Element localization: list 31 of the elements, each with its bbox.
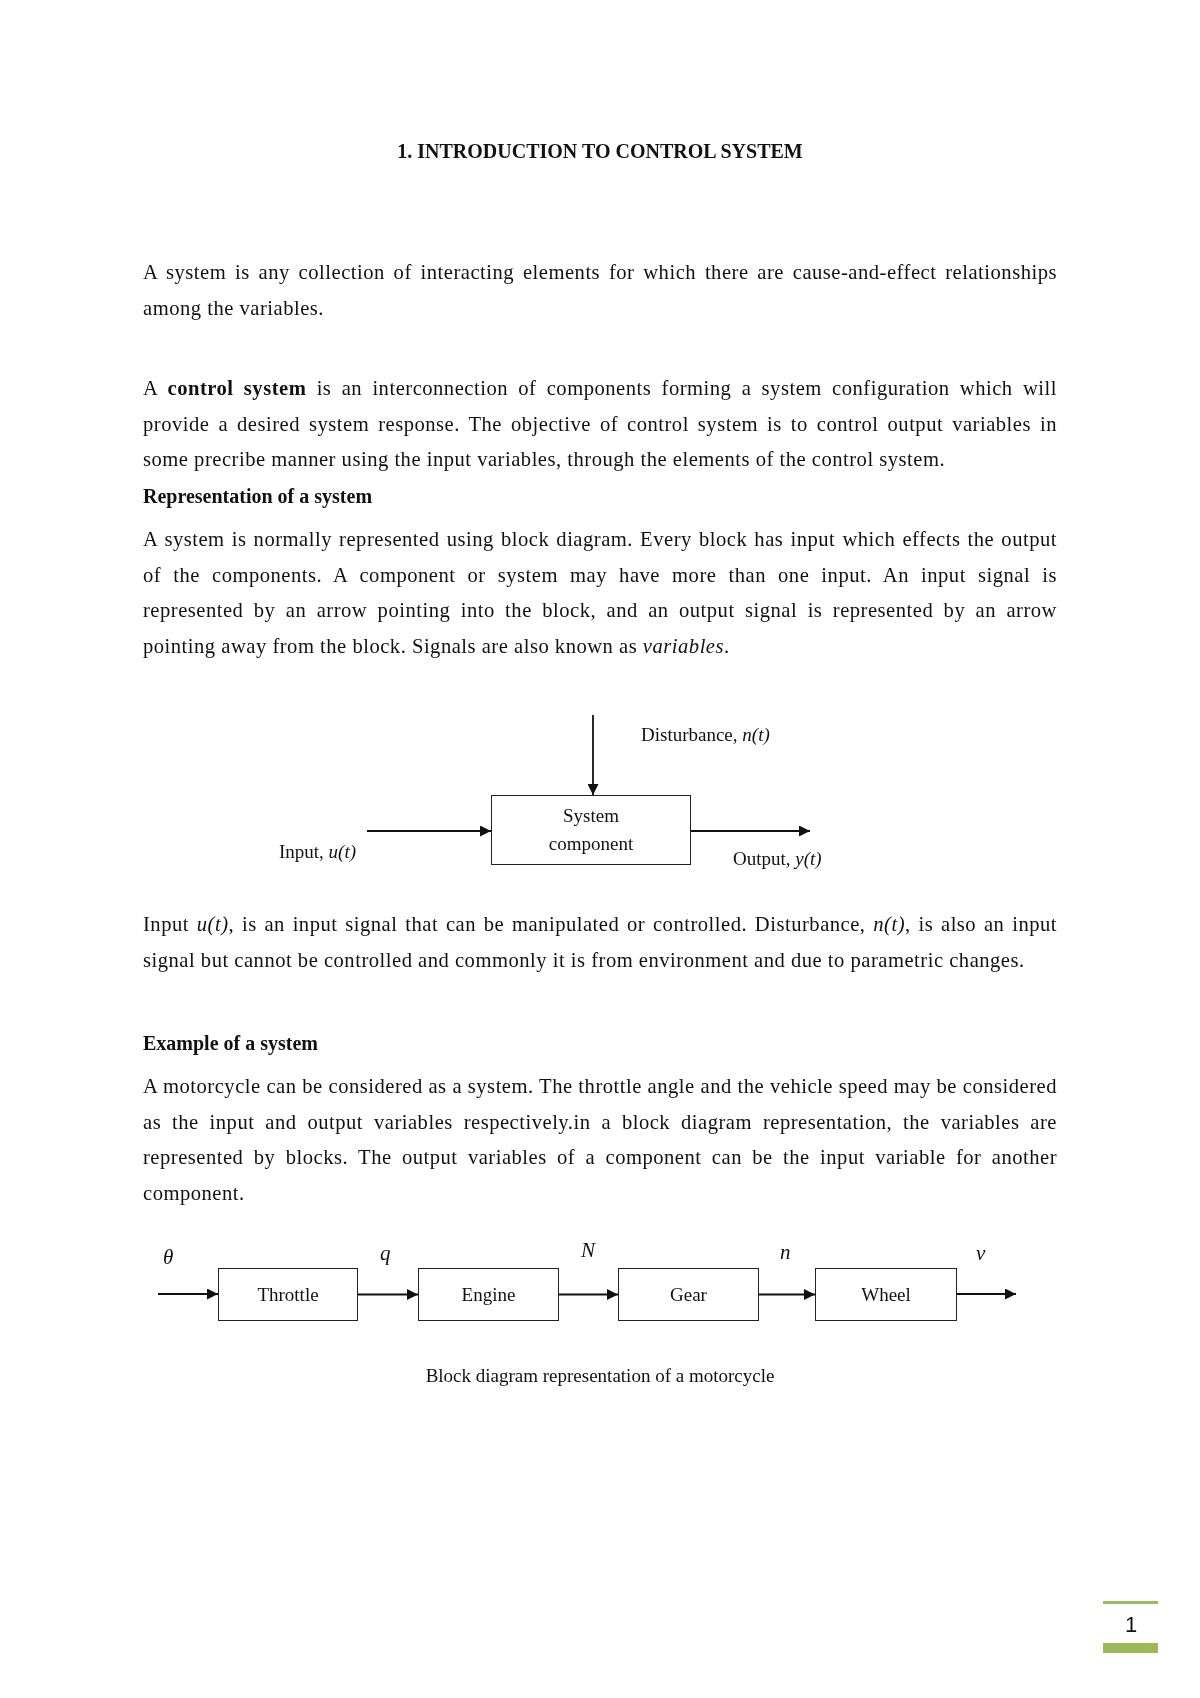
page-title: 1. INTRODUCTION TO CONTROL SYSTEM [396, 140, 804, 163]
paragraph: A system is normally represented using block diagram. Every block has input which effects the output of the components. A component or system may have more than one input. An input signal is represented by an arrow pointing into the block, and an output signal is represented by an arrow pointing away from the block. Signals are also known as variables. [143, 527, 1057, 660]
block-box: Throttle [218, 1268, 358, 1321]
paragraph: A system is any collection of interacting elements for which there are cause-and-effect relationships among the variables. [143, 260, 1057, 322]
edge-label: N [581, 1238, 595, 1263]
section-heading: Example of a system [143, 1032, 318, 1055]
figure-caption: Block diagram representation of a motorcycle [424, 1365, 776, 1387]
arrow [587, 714, 599, 796]
arrow [558, 1289, 619, 1300]
block-box: Wheel [815, 1268, 957, 1321]
edge-label: Output, y(t) [733, 848, 822, 870]
arrow [157, 1288, 219, 1300]
edge-label: θ [163, 1245, 174, 1270]
arrow [357, 1289, 419, 1300]
paragraph: A motorcycle can be considered as a system. The throttle angle and the vehicle speed may be considered as the input and output variables respectively.in a block diagram representation, the variables are represented by blocks. The output variables of a component can be the input variable for another component. [143, 1074, 1057, 1207]
arrow [366, 825, 492, 837]
edge-label: n [780, 1240, 791, 1265]
edge-label: Disturbance, n(t) [641, 724, 770, 746]
page-number: 1 [1123, 1612, 1139, 1638]
paragraph: A control system is an interconnection of components forming a system configuration which will provide a desired system response. The objective of control system is to control output variables in some precribe manner using the input variables, through the elements of the control system. [143, 376, 1057, 473]
arrow [758, 1289, 816, 1300]
paragraph: Input u(t), is an input signal that can be manipulated or controlled. Disturbance, n(t), is also an input signal but cannot be controlled and commonly it is from environment and due to parametric changes. [143, 912, 1057, 974]
edge-label: v [976, 1241, 986, 1266]
block-box: Gear [618, 1268, 759, 1321]
section-heading: Representation of a system [143, 485, 373, 508]
block-box: Engine [418, 1268, 559, 1321]
edge-label: q [380, 1241, 391, 1266]
arrow [690, 825, 811, 837]
block-box: System component [491, 795, 691, 865]
edge-label: Input, u(t) [279, 841, 357, 863]
arrow [956, 1288, 1017, 1300]
